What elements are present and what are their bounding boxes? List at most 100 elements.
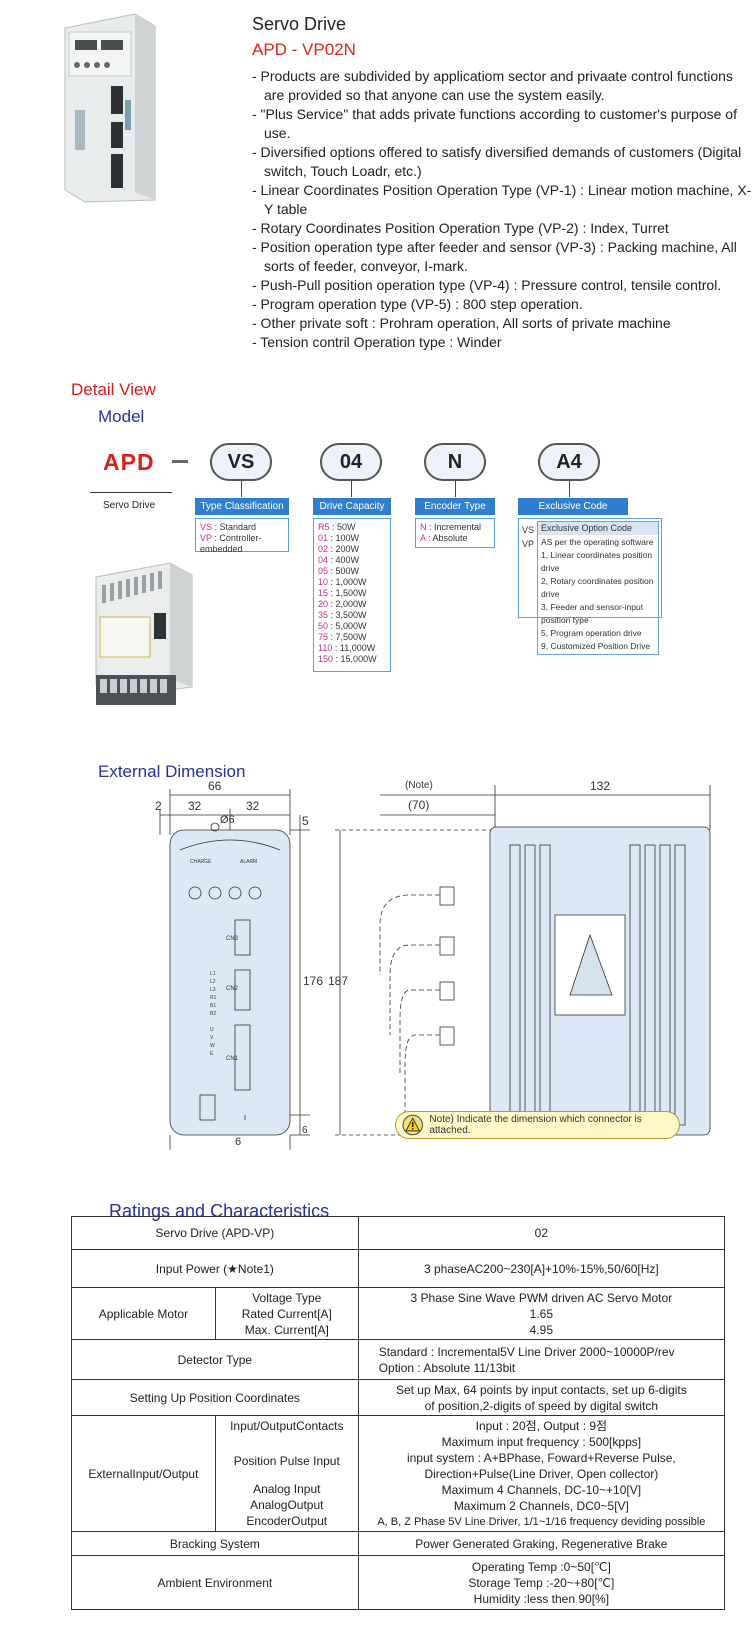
sublabel-line: EncoderOutput xyxy=(246,1514,328,1528)
feature-item: - Products are subdivided by applicatiom… xyxy=(252,68,733,103)
feature-item: - Program operation type (VP-5) : 800 st… xyxy=(252,296,583,312)
dim-176: 176 xyxy=(303,974,323,988)
ratings-value: Input : 20점, Output : 9점 Maximum input f… xyxy=(357,1415,726,1532)
product-title: Servo Drive xyxy=(252,14,347,34)
cn3-label: CN3 xyxy=(226,936,239,942)
cap-text: : 15,000W xyxy=(335,654,377,664)
dimension-note-text: Note) Indicate the dimension which conne… xyxy=(429,1114,642,1136)
ratings-label: Detector Type xyxy=(71,1339,359,1380)
table-row: Input Power (★Note1) 3 phaseAC200~230[A]… xyxy=(71,1249,726,1288)
table-row: Ambient Environment Operating Temp :0~50… xyxy=(71,1555,726,1610)
dim-132: 132 xyxy=(590,779,610,793)
table-row: Setting Up Position Coordinates Set up M… xyxy=(71,1379,726,1416)
front-charge-label: CHARGE xyxy=(190,859,212,865)
cap-text: : 100W xyxy=(330,533,360,543)
cap-text: : 1,000W xyxy=(330,577,367,587)
feature-item: - "Plus Service" that adds private funct… xyxy=(252,106,737,141)
cap-code: 04 xyxy=(318,555,329,565)
dimension-drawing: 66 2 32 32 Ø6 5 176 6 6 59 7 (Note) (70)… xyxy=(155,779,711,1150)
dim-5: 5 xyxy=(302,814,309,828)
cap-text: : 5,000W xyxy=(330,621,367,631)
cap-code: 110 xyxy=(318,643,333,653)
cap-code: 05 xyxy=(318,566,329,576)
cap-code: 10 xyxy=(318,577,329,587)
connector-line xyxy=(241,481,242,497)
pill-exclusive: A4 xyxy=(538,443,600,481)
feature-item: - Push-Pull position operation type (VP-… xyxy=(252,277,722,293)
cap-text: : 50W xyxy=(332,522,356,532)
dim-32a: 32 xyxy=(188,799,202,813)
dim-d6: Ø6 xyxy=(220,814,235,826)
ratings-label: Setting Up Position Coordinates xyxy=(71,1379,359,1416)
servo-drive-photo xyxy=(64,13,156,203)
cap-code: 150 xyxy=(318,654,334,664)
connector-line xyxy=(455,481,456,497)
cap-code: 35 xyxy=(318,610,329,620)
ratings-value: 02 xyxy=(357,1216,726,1250)
term-label: L1 xyxy=(210,971,216,977)
value-line: Standard : Incremental5V Line Driver 200… xyxy=(378,1344,675,1359)
value-line: Option : Absolute 11/13bit xyxy=(378,1360,516,1375)
term-label: B1 xyxy=(210,1003,216,1009)
enc-code: A xyxy=(420,533,426,543)
excl-item: 9, Customized Position Drive xyxy=(541,641,651,651)
feature-item: - Rotary Coordinates Position Operation … xyxy=(252,220,669,236)
ratings-value: Operating Temp :0~50[℃] Storage Temp :-2… xyxy=(357,1555,726,1610)
table-row: ExternalInput/Output Input/OutputContact… xyxy=(71,1415,726,1532)
feature-item: - Tension contril Operation type : Winde… xyxy=(252,334,502,350)
sublabel-line: Input/OutputContacts xyxy=(230,1419,344,1433)
dim-187: 187 xyxy=(328,974,348,988)
cn1-label: CN1 xyxy=(226,1056,239,1062)
table-row: Bracking System Power Generated Graking,… xyxy=(71,1531,726,1556)
value-line: Humidity :less then 90[%] xyxy=(473,1591,610,1606)
ratings-label: Input Power (★Note1) xyxy=(71,1249,359,1288)
excl-item: 3, Feeder and sensor-input position type xyxy=(541,602,644,625)
enc-code: N xyxy=(420,522,427,532)
capacity-box: R5 : 50W 01 : 100W 02 : 200W 04 : 400W 0… xyxy=(313,518,391,672)
cap-text: : 500W xyxy=(330,566,360,576)
code-dash xyxy=(172,460,188,463)
dim-2: 2 xyxy=(155,799,162,813)
type-class-header: Type Classification xyxy=(195,498,289,515)
excl-subhead: Exclusive Option Code xyxy=(538,522,658,535)
value-line: A, B, Z Phase 5V Line Driver, 1/1~1/16 f… xyxy=(377,1516,706,1528)
table-row: Servo Drive (APD-VP) 02 xyxy=(71,1216,726,1250)
model-title: Model xyxy=(98,407,145,426)
cap-code: 75 xyxy=(318,632,329,642)
term-label: V xyxy=(210,1035,214,1041)
term-label: B2 xyxy=(210,1011,216,1017)
encoder-box: N : Incremental A : Absolute xyxy=(415,518,495,548)
dim-note: (Note) xyxy=(405,780,433,791)
dim-66: 66 xyxy=(208,779,222,793)
type-code: VS xyxy=(200,522,213,532)
cap-code: 50 xyxy=(318,621,329,631)
type-text: : Standard xyxy=(214,522,257,532)
ratings-value: 3 phaseAC200~230[A]+10%-15%,50/60[Hz] xyxy=(357,1249,726,1288)
term-label: R1 xyxy=(210,995,217,1001)
sublabel-line: AnalogOutput xyxy=(250,1498,324,1512)
excl-item: 5, Program operation drive xyxy=(541,628,642,638)
connector-line xyxy=(569,481,570,497)
type-text: : Controller-embedded xyxy=(200,533,262,554)
ratings-label: Servo Drive (APD-VP) xyxy=(71,1216,359,1250)
ratings-label: Bracking System xyxy=(71,1531,359,1556)
sublabel-line: Analog Input xyxy=(253,1482,321,1496)
value-line: input system : A+BPhase, Foward+Reverse … xyxy=(406,1451,676,1465)
type-class-box: VS : Standard VP : Controller-embedded xyxy=(195,518,289,554)
exclusive-header: Exclusive Code xyxy=(518,498,628,515)
ratings-label: Ambient Environment xyxy=(71,1555,359,1610)
dim-70: (70) xyxy=(408,798,429,812)
sublabel-line: Position Pulse Input xyxy=(233,1454,340,1468)
value-line: Storage Temp :-20~+80[℃] xyxy=(468,1575,615,1590)
enc-text: : Absolute xyxy=(428,533,468,543)
excl-left: VS xyxy=(522,525,535,535)
cap-text: : 400W xyxy=(330,555,360,565)
apd-underline xyxy=(90,492,172,493)
detail-view-title: Detail View xyxy=(71,380,156,399)
cap-code: R5 xyxy=(318,522,330,532)
ratings-value: Set up Max, 64 points by input contacts,… xyxy=(357,1379,726,1416)
table-row: Detector Type Standard : Incremental5V L… xyxy=(71,1339,726,1380)
ratings-value: 3 Phase Sine Wave PWM driven AC Servo Mo… xyxy=(357,1287,726,1340)
feature-item: - Position operation type after feeder a… xyxy=(252,239,737,274)
dimension-note: Note) Indicate the dimension which conne… xyxy=(395,1111,680,1139)
